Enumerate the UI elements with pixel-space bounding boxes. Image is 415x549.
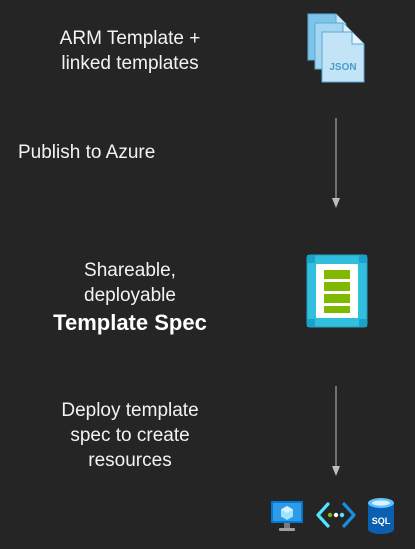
publish-label: Publish to Azure (18, 140, 198, 165)
publish-text: Publish to Azure (18, 142, 156, 163)
virtual-machine-icon (271, 501, 303, 531)
arrow-deploy (332, 386, 340, 476)
json-text: JSON (329, 62, 356, 73)
json-files-icon: JSON (307, 13, 365, 83)
sql-text: SQL (372, 516, 391, 526)
template-spec-title: Template Spec (53, 310, 207, 335)
json-file-front: JSON (321, 31, 365, 83)
deploy-label: Deploy template spec to create resources (30, 398, 230, 473)
arm-template-line-2: linked templates (61, 53, 199, 74)
arm-template-label: ARM Template + linked templates (40, 26, 220, 76)
deploy-line-3: resources (88, 450, 172, 471)
deploy-line-1: Deploy template (61, 400, 199, 421)
sql-database-icon: SQL (368, 498, 394, 534)
arm-template-line-1: ARM Template + (59, 28, 201, 49)
template-spec-icon (306, 254, 368, 328)
arrow-publish (332, 118, 340, 208)
template-spec-label: Shareable, deployable Template Spec (30, 258, 230, 338)
template-spec-line-1: Shareable, (84, 260, 176, 281)
api-connection-icon (316, 502, 356, 528)
template-spec-line-2: deployable (84, 285, 176, 306)
deploy-line-2: spec to create (70, 425, 190, 446)
